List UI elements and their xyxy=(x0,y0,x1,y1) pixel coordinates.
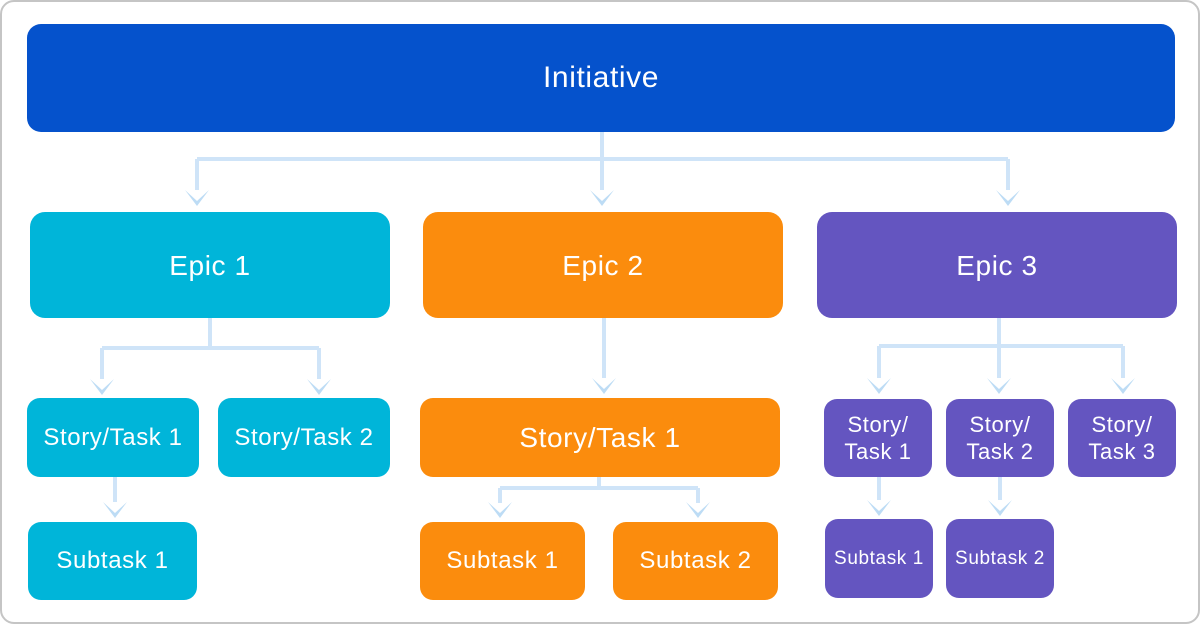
node-epic3-story-task-3-line2: Task 3 xyxy=(1088,439,1156,464)
arrowhead-epic1-story1 xyxy=(90,379,114,395)
arrowhead-epic1 xyxy=(185,190,209,206)
arrowhead-epic3-story2 xyxy=(987,378,1011,394)
node-epic1-subtask-1: Subtask 1 xyxy=(28,522,197,600)
node-epic1-story-task-1: Story/Task 1 xyxy=(27,398,199,477)
node-epic3-story-task-1-line2: Task 1 xyxy=(844,439,912,464)
arrowhead-epic2-subtask1 xyxy=(488,502,512,518)
arrowhead-epic3-subtask2 xyxy=(988,500,1012,516)
node-epic2-subtask-2: Subtask 2 xyxy=(613,522,778,600)
node-epic3-subtask-1: Subtask 1 xyxy=(825,519,933,598)
node-epic1-story-task-2: Story/Task 2 xyxy=(218,398,390,477)
node-initiative: Initiative xyxy=(27,24,1175,132)
arrowhead-epic1-story2 xyxy=(307,379,331,395)
arrowhead-epic3-subtask1 xyxy=(867,500,891,516)
node-epic3-story-task-1-line1: Story/ xyxy=(847,411,909,437)
node-epic-1: Epic 1 xyxy=(30,212,390,318)
arrowhead-epic2 xyxy=(590,190,614,206)
arrowhead-epic1-subtask1 xyxy=(103,502,127,518)
arrowhead-epic2-story1 xyxy=(592,378,616,394)
arrowhead-epic3 xyxy=(996,190,1020,206)
node-epic-2: Epic 2 xyxy=(423,212,783,318)
node-epic3-story-task-3-line1: Story/ xyxy=(1091,411,1153,437)
node-epic2-story-task-1: Story/Task 1 xyxy=(420,398,780,477)
node-epic3-story-task-2: Story/ Task 2 xyxy=(946,399,1054,477)
node-epic3-story-task-3: Story/ Task 3 xyxy=(1068,399,1176,477)
node-epic3-story-task-1: Story/ Task 1 xyxy=(824,399,932,477)
node-epic3-story-task-2-line2: Task 2 xyxy=(966,439,1034,464)
node-epic3-story-task-2-line1: Story/ xyxy=(969,411,1031,437)
node-epic-3: Epic 3 xyxy=(817,212,1177,318)
node-epic2-subtask-1: Subtask 1 xyxy=(420,522,585,600)
arrowhead-epic3-story3 xyxy=(1111,378,1135,394)
node-epic3-subtask-2: Subtask 2 xyxy=(946,519,1054,598)
arrowhead-epic2-subtask2 xyxy=(686,502,710,518)
arrowhead-epic3-story1 xyxy=(867,378,891,394)
